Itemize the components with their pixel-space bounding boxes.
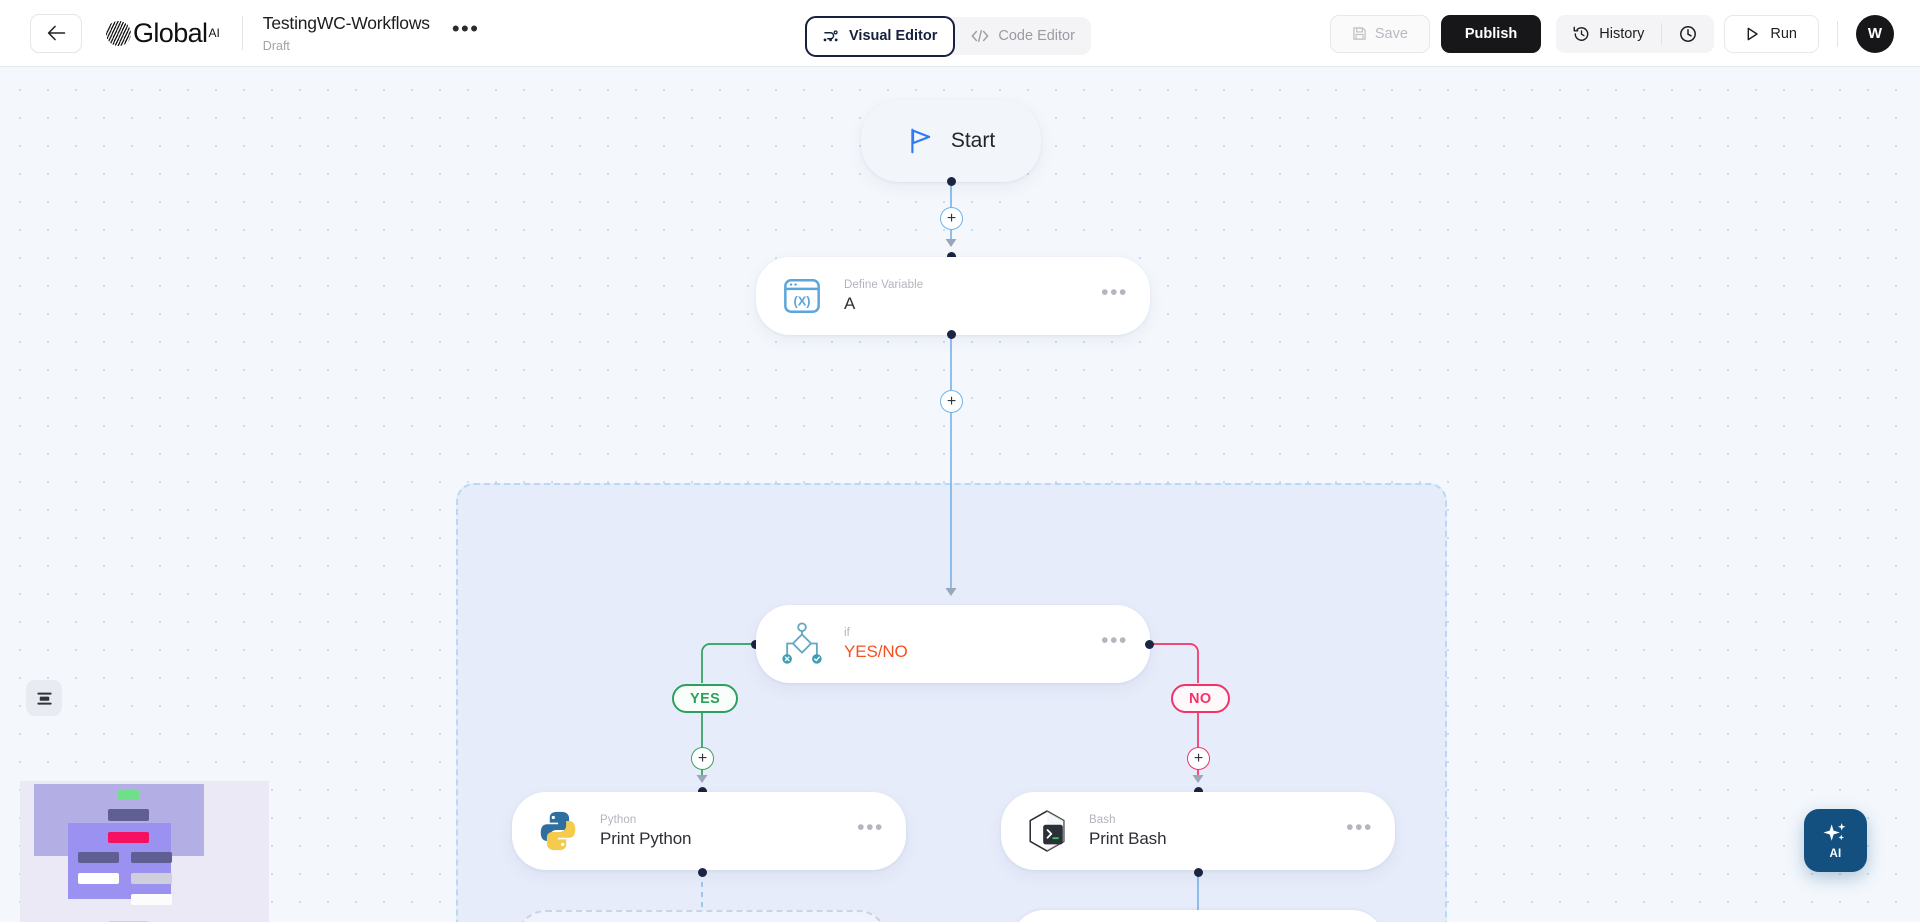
node-define-variable-more-button[interactable]: ••• xyxy=(1101,280,1128,304)
tab-code-editor[interactable]: Code Editor xyxy=(955,17,1091,55)
minimap[interactable] xyxy=(20,781,269,922)
run-button-label: Run xyxy=(1770,25,1797,42)
pill-divider xyxy=(1661,22,1663,45)
node-partial-below-python[interactable] xyxy=(516,910,888,922)
brand-superscript: AI xyxy=(208,26,220,40)
add-node-button-1[interactable]: + xyxy=(940,207,963,230)
node-if-title: YES/NO xyxy=(844,641,908,661)
node-python-text: Python Print Python xyxy=(600,813,692,849)
port-variable-in[interactable] xyxy=(947,252,956,261)
arrow-left-icon xyxy=(47,25,65,41)
node-if-text: if YES/NO xyxy=(844,627,908,662)
minimap-node-7 xyxy=(131,873,172,884)
port-if-in[interactable] xyxy=(751,640,760,649)
workflow-icon xyxy=(823,29,838,41)
tab-code-editor-label: Code Editor xyxy=(998,28,1075,44)
node-if-more-button[interactable]: ••• xyxy=(1101,628,1128,652)
ai-assistant-label: AI xyxy=(1829,847,1842,860)
sparkles-icon xyxy=(1823,822,1846,841)
svg-text:(X): (X) xyxy=(793,294,810,309)
run-button[interactable]: Run xyxy=(1724,14,1819,53)
status-badge: Draft xyxy=(262,39,290,53)
node-bash-kind: Bash xyxy=(1089,813,1116,826)
node-if[interactable]: if YES/NO ••• xyxy=(756,605,1150,683)
port-variable-out[interactable] xyxy=(947,330,956,339)
avatar[interactable]: W xyxy=(1856,14,1894,53)
history-button[interactable]: History xyxy=(1556,15,1661,53)
branch-badge-yes[interactable]: YES xyxy=(672,684,739,713)
tab-visual-editor-label: Visual Editor xyxy=(849,28,938,44)
editor-mode-toggle: Visual Editor Code Editor xyxy=(805,15,1091,57)
play-icon xyxy=(1747,27,1759,40)
node-bash[interactable]: Bash Print Bash ••• xyxy=(1001,792,1395,870)
tab-visual-editor[interactable]: Visual Editor xyxy=(805,15,956,57)
node-bash-text: Bash Print Bash xyxy=(1089,813,1167,849)
clock-icon xyxy=(1680,25,1697,42)
node-bash-more-button[interactable]: ••• xyxy=(1346,815,1373,839)
node-define-variable-kind: Define Variable xyxy=(844,278,924,291)
port-if-out-no[interactable] xyxy=(1145,640,1154,649)
globalai-mark-icon xyxy=(106,20,131,46)
minimap-node-python xyxy=(78,852,119,863)
history-revert-icon xyxy=(1573,26,1589,41)
python-logo-icon xyxy=(532,805,584,857)
node-start[interactable]: Start xyxy=(861,100,1041,182)
history-button-label: History xyxy=(1599,25,1645,42)
minimap-node-6 xyxy=(78,873,119,884)
floppy-disk-icon xyxy=(1353,27,1366,40)
variable-x-icon: (X) xyxy=(776,270,828,322)
minimap-layout-icon xyxy=(36,692,52,705)
ai-assistant-button[interactable]: AI xyxy=(1804,809,1867,872)
document-more-button[interactable]: ••• xyxy=(451,15,480,41)
add-node-button-no[interactable]: + xyxy=(1187,747,1210,770)
minimap-node-bash xyxy=(131,852,172,863)
port-bash-in[interactable] xyxy=(1194,787,1203,796)
actions-divider xyxy=(1837,20,1838,47)
minimap-node-if xyxy=(108,832,149,843)
page-title: TestingWC-Workflows xyxy=(262,13,430,33)
header-actions: Save Publish History xyxy=(1329,0,1894,67)
workflow-canvas[interactable]: Start + (X) Define Variable A ••• + xyxy=(0,67,1920,922)
schedule-button[interactable] xyxy=(1662,15,1714,53)
node-define-variable-title: A xyxy=(844,293,856,313)
minimap-node-variable xyxy=(108,809,149,821)
flag-icon xyxy=(911,128,931,154)
node-bash-title: Print Bash xyxy=(1089,828,1167,848)
node-python-more-button[interactable]: ••• xyxy=(857,815,884,839)
minimap-node-8 xyxy=(131,894,172,905)
port-python-in[interactable] xyxy=(698,787,707,796)
header-divider xyxy=(241,16,243,50)
brand-name: Global xyxy=(133,17,208,48)
add-node-button-yes[interactable]: + xyxy=(691,747,714,770)
port-start-out[interactable] xyxy=(947,177,956,186)
node-python-title: Print Python xyxy=(600,828,692,848)
publish-button[interactable]: Publish xyxy=(1440,14,1542,53)
branch-badge-no[interactable]: NO xyxy=(1171,684,1230,713)
node-if-kind: if xyxy=(844,626,850,639)
minimap-node-start xyxy=(118,790,139,800)
node-define-variable-text: Define Variable A xyxy=(844,279,923,314)
minimap-toggle-button[interactable] xyxy=(26,680,62,716)
node-python[interactable]: Python Print Python ••• xyxy=(512,792,906,870)
node-python-kind: Python xyxy=(600,813,637,826)
code-brackets-icon xyxy=(972,29,989,43)
branch-diamond-icon xyxy=(776,618,828,670)
add-node-button-2[interactable]: + xyxy=(940,390,963,413)
node-define-variable[interactable]: (X) Define Variable A ••• xyxy=(756,257,1150,335)
history-group: History xyxy=(1556,14,1715,53)
save-button[interactable]: Save xyxy=(1329,14,1430,53)
port-python-out[interactable] xyxy=(698,868,707,877)
back-button[interactable] xyxy=(30,13,82,53)
document-info: TestingWC-Workflows Draft xyxy=(263,13,430,53)
bash-hexagon-icon xyxy=(1021,805,1073,857)
node-start-label: Start xyxy=(950,129,996,152)
node-partial-below-bash[interactable] xyxy=(1012,910,1384,922)
save-button-label: Save xyxy=(1374,25,1408,42)
port-bash-out[interactable] xyxy=(1194,868,1203,877)
publish-button-label: Publish xyxy=(1464,25,1518,42)
